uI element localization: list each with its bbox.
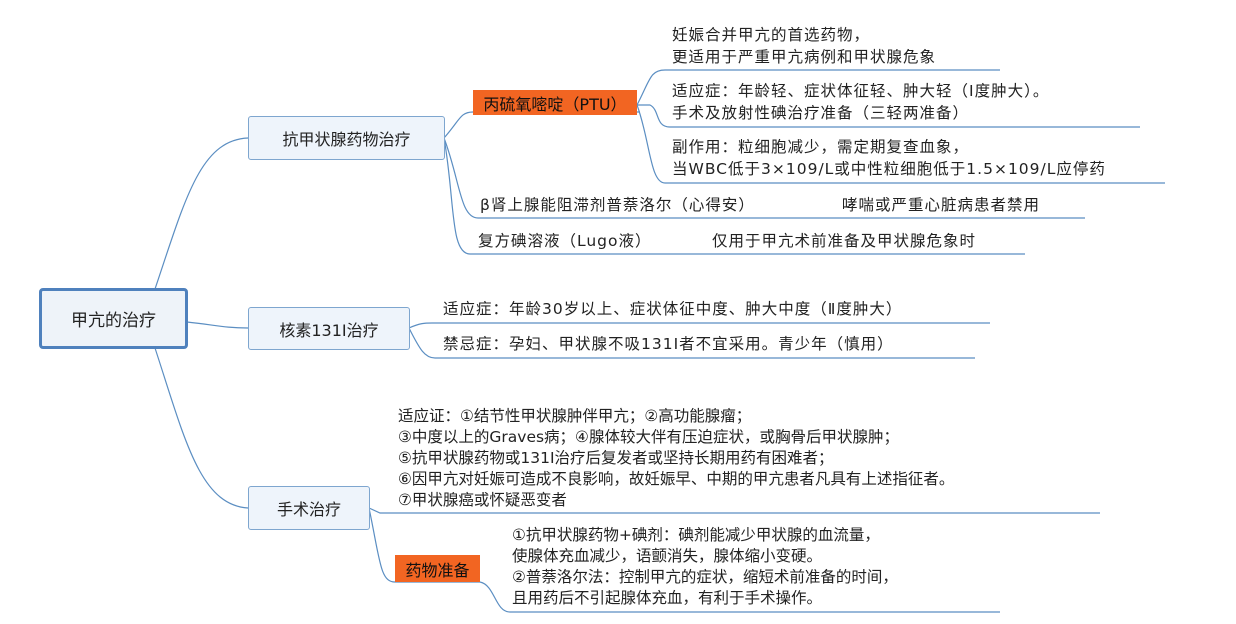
ptu-note-2: 适应症：年龄轻、症状体征轻、肿大轻（Ⅰ度肿大）。手术及放射性碘治疗准备（三轻两准… [672, 82, 1050, 122]
lugol-note: 仅用于甲亢术前准备及甲状腺危象时 [712, 232, 977, 250]
tag-ptu[interactable]: 丙硫氧嘧啶（PTU） [473, 90, 637, 115]
radioiodine-contraindication[interactable]: 禁忌症：孕妇、甲状腺不吸131I者不宜采用。青少年（慎用） [443, 335, 894, 353]
surgery-indications[interactable]: 适应证：①结节性甲状腺肿伴甲亢；②高功能腺瘤；③中度以上的Graves病；④腺体… [398, 407, 955, 509]
beta-blocker-note: 哮喘或严重心脏病患者禁用 [842, 196, 1041, 214]
node-surgery[interactable]: 手术治疗 [248, 486, 370, 530]
tag-drug-prep[interactable]: 药物准备 [395, 555, 480, 582]
ptu-note-3: 副作用：粒细胞减少，需定期复查血象，当WBC低于3×109/L或中性粒细胞低于1… [672, 138, 1106, 178]
node-antithyroid-drugs[interactable]: 抗甲状腺药物治疗 [248, 116, 445, 160]
node-radioiodine[interactable]: 核素131I治疗 [248, 307, 410, 350]
lugol-solution[interactable]: 复方碘溶液（Lugo液） [478, 232, 652, 250]
radioiodine-indication[interactable]: 适应症：年龄30岁以上、症状体征中度、肿大中度（Ⅱ度肿大） [443, 300, 903, 318]
drug-prep-text: ①抗甲状腺药物+碘剂：碘剂能减少甲状腺的血流量，使腺体充血减少，语颤消失，腺体缩… [512, 526, 898, 607]
root-node[interactable]: 甲亢的治疗 [39, 288, 188, 349]
ptu-note-1: 妊娠合并甲亢的首选药物，更适用于严重甲亢病例和甲状腺危象 [672, 26, 937, 66]
beta-blocker[interactable]: β肾上腺能阻滞剂普萘洛尔（心得安） [480, 196, 755, 214]
